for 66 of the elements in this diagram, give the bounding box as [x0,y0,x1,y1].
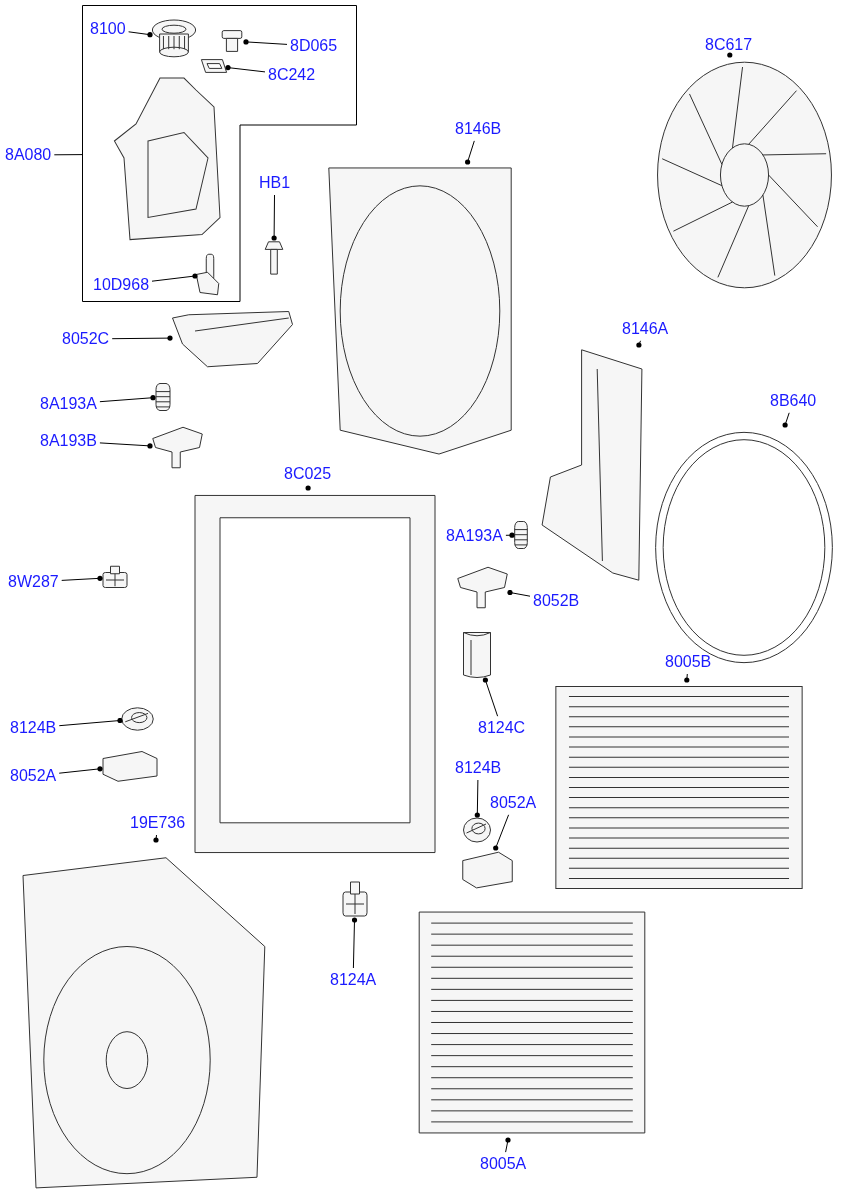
leader-line [58,766,103,774]
part-number: 8124B [10,719,57,737]
part-number: 19E736 [130,814,186,832]
part-number: 8124B [455,759,502,777]
leader-line [128,31,153,38]
part-number: 8052B [533,592,580,610]
leader-line [505,1137,511,1153]
leader-line [684,673,690,683]
leader-line [782,412,790,428]
part-number: 8005B [665,653,712,671]
part-number: 8052C [62,330,110,348]
part-number: 8C025 [284,465,332,483]
leader-line [493,814,510,851]
part-number: 8052A [10,767,57,785]
leader-line [99,395,156,403]
part-number: 10D968 [93,276,150,294]
mount-bracket-drawing [150,425,205,470]
part-number: 8C617 [705,36,753,54]
part-number: 8C242 [268,66,316,84]
bolt-drawing [263,238,285,276]
leader-line [53,154,83,156]
part-number: 8146A [622,320,669,338]
leader-line [505,532,515,538]
leader-line [727,52,733,58]
rubber-bush-drawing [153,382,173,412]
leader-line [151,273,198,282]
leader-line [225,65,266,73]
level-sensor-drawing [195,252,220,297]
part-number: 8146B [455,120,502,138]
part-number: 8A193B [40,432,97,450]
sleeve-drawing [462,630,492,680]
rubber-bush-drawing [512,520,530,550]
part-number: 8124A [330,971,377,989]
leader-line [99,442,153,449]
part-number: 8B640 [770,392,817,410]
support-block-drawing [100,748,160,783]
part-number: HB1 [259,174,291,192]
leader-line [636,340,642,348]
leader-line [507,589,531,597]
leader-line [271,194,277,241]
seal-ring-drawing [200,58,228,74]
leader-line [465,140,475,165]
leader-line [243,39,288,45]
part-number: 8A080 [5,146,52,164]
leader-line [61,575,103,581]
leader-line [351,917,358,969]
part-number: 8005A [480,1155,527,1173]
leader-line [474,779,480,818]
part-number: 8100 [90,20,126,38]
part-number: 8W287 [8,573,59,591]
rubber-pad-drawing [462,815,492,845]
clip-drawing [340,880,370,920]
filler-cap-drawing [150,18,198,58]
part-number: 8052A [490,794,537,812]
rubber-pad-drawing [120,705,155,733]
part-number: 8A193A [446,527,503,545]
part-number: 8A193A [40,395,97,413]
leader-line [305,485,311,491]
clip-drawing [100,565,130,590]
part-number: 8D065 [290,37,338,55]
mount-bracket-drawing [455,565,510,610]
leader-line [58,717,123,727]
leader-line [153,834,159,843]
part-number: 8124C [478,719,526,737]
leader-line [111,335,173,341]
leader-line [482,677,499,717]
